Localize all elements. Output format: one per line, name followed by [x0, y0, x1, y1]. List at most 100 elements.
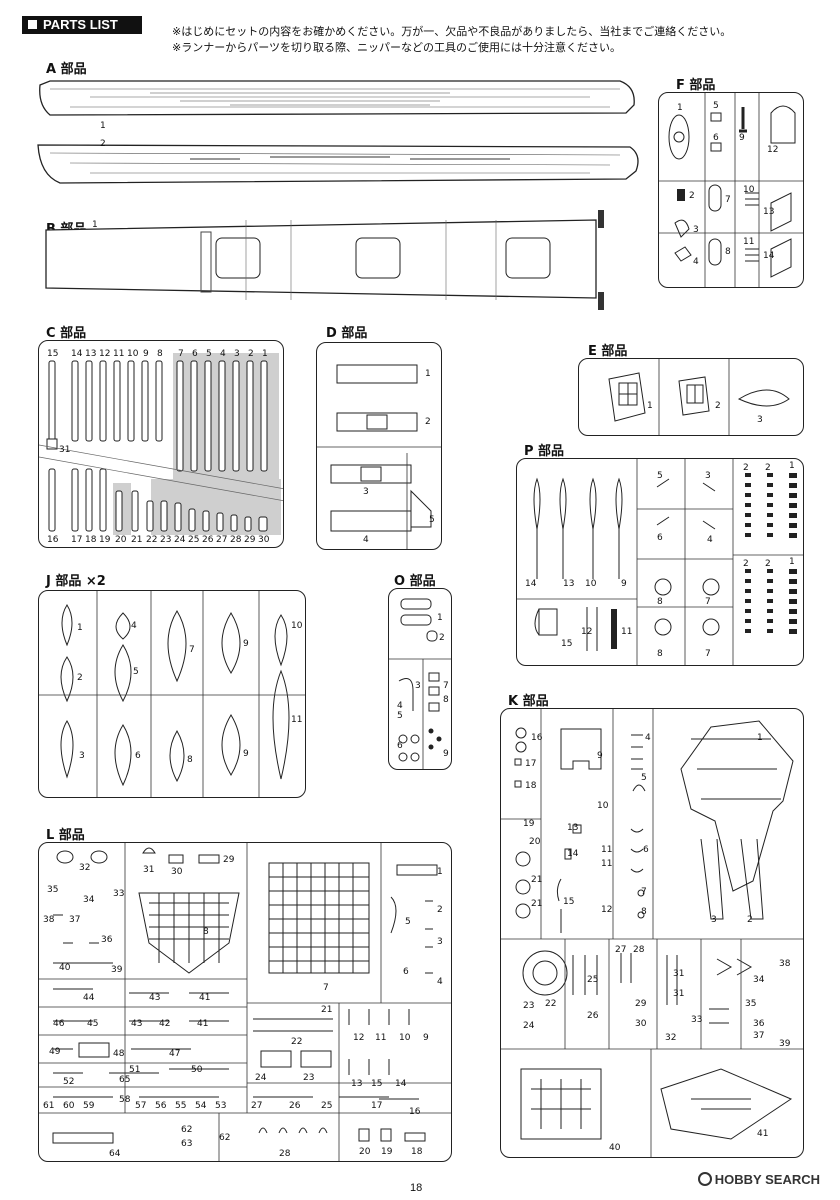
section-label-k: K 部品: [508, 694, 549, 709]
part-f3-number: 3: [693, 225, 699, 235]
part-l47-number: 47: [169, 1049, 181, 1059]
part-o8-number: 8: [443, 695, 449, 705]
section-label-l: L 部品: [46, 828, 85, 843]
part-l55-number: 55: [175, 1101, 187, 1111]
part-l63-number: 63: [181, 1139, 193, 1149]
part-l1-number: 1: [437, 867, 443, 877]
part-f1-number: 1: [677, 103, 683, 113]
part-c6-number: 6: [192, 349, 198, 359]
part-c13-number: 13: [85, 349, 97, 359]
part-d5-number: 5: [429, 515, 435, 525]
part-f13-number: 13: [763, 207, 775, 217]
part-l59-number: 59: [83, 1101, 95, 1111]
part-l39-number: 39: [111, 965, 123, 975]
part-l2-number: 2: [437, 905, 443, 915]
runner-d: 1 2 3 4 5: [316, 342, 442, 550]
part-l48-number: 48: [113, 1049, 125, 1059]
runner-f: 1 5 6 9 12 2 7 10 13 3 4 8 11 14: [658, 92, 804, 288]
part-l32-number: 32: [79, 863, 91, 873]
note-1: ※はじめにセットの内容をお確かめください。万が一、欠品や不良品がありましたら、当…: [172, 25, 732, 38]
part-p6-number: 6: [657, 533, 663, 543]
part-k29-number: 29: [635, 999, 647, 1009]
part-l13-number: 13: [351, 1079, 363, 1089]
part-d1-number: 1: [425, 369, 431, 379]
part-o5-number: 5: [397, 711, 403, 721]
parts-list-header: PARTS LIST: [22, 16, 142, 34]
part-l65-number: 65: [119, 1075, 131, 1085]
part-p2d-number: 2: [765, 559, 771, 569]
part-f4-number: 4: [693, 257, 699, 267]
section-label-d: D 部品: [326, 326, 368, 341]
part-j3-number: 3: [79, 751, 85, 761]
part-l41-number: 41: [199, 993, 211, 1003]
part-c19-number: 19: [99, 535, 111, 545]
part-p3-number: 3: [705, 471, 711, 481]
hull-runner-a: [37, 80, 639, 184]
part-l56-number: 56: [155, 1101, 167, 1111]
runner-p: 14 13 10 9 5 3 6 4 8 7 8 7 15 12 11 2 2 …: [516, 458, 804, 666]
part-b1-number: 1: [92, 220, 98, 230]
part-k27-number: 27: [615, 945, 627, 955]
part-l5-number: 5: [405, 917, 411, 927]
notes: ※はじめにセットの内容をお確かめください。万が一、欠品や不良品がありましたら、当…: [172, 24, 731, 56]
part-p15-number: 15: [561, 639, 573, 649]
part-k32-number: 32: [665, 1033, 677, 1043]
part-c29-number: 29: [244, 535, 256, 545]
part-l62-number: 62: [181, 1125, 193, 1135]
part-l27-number: 27: [251, 1101, 263, 1111]
part-l25-number: 25: [321, 1101, 333, 1111]
runner-k: 16 17 18 19 20 21 21 9 4 5 6 7 8 10 13 1…: [500, 708, 804, 1158]
runner-c-rods: [39, 360, 283, 532]
part-k9-number: 9: [597, 751, 603, 761]
part-l43-number: 43: [149, 993, 161, 1003]
part-l22-number: 22: [291, 1037, 303, 1047]
part-l37-number: 37: [69, 915, 81, 925]
part-l64-number: 64: [109, 1149, 121, 1159]
part-d2-number: 2: [425, 417, 431, 427]
part-l34-number: 34: [83, 895, 95, 905]
part-k21b-number: 21: [531, 899, 543, 909]
part-j7-number: 7: [189, 645, 195, 655]
runner-k-parts-drawing: [501, 709, 803, 1157]
part-j8-number: 8: [187, 755, 193, 765]
part-o6-number: 6: [397, 741, 403, 751]
part-l17-number: 17: [371, 1101, 383, 1111]
section-label-p: P 部品: [524, 444, 565, 459]
runner-j: 1 4 7 9 10 2 5 11 3 6 8 9: [38, 590, 306, 798]
hangar-deck-runner-b: [45, 210, 604, 310]
part-l15-number: 15: [371, 1079, 383, 1089]
watermark-logo-icon: [697, 1172, 712, 1186]
section-label-f: F 部品: [676, 78, 716, 93]
part-k21-number: 21: [531, 875, 543, 885]
part-l8-number: 8: [203, 927, 209, 937]
part-l29-number: 29: [223, 855, 235, 865]
part-c9-number: 9: [143, 349, 149, 359]
part-o2-number: 2: [439, 633, 445, 643]
part-p10-number: 10: [585, 579, 597, 589]
part-k16-number: 16: [531, 733, 543, 743]
part-c16-number: 16: [47, 535, 59, 545]
runner-o: 1 2 3 4 5 6 7 8 9: [388, 588, 452, 770]
part-l21-number: 21: [321, 1005, 333, 1015]
part-j9-number: 9: [243, 639, 249, 649]
part-p2-number: 2: [743, 463, 749, 473]
part-k34-number: 34: [753, 975, 765, 985]
section-label-o: O 部品: [394, 574, 436, 589]
part-j1-number: 1: [77, 623, 83, 633]
part-k19-number: 19: [523, 819, 535, 829]
part-p4-number: 4: [707, 535, 713, 545]
runner-d-parts-drawing: [317, 364, 441, 549]
part-p1-number: 1: [789, 461, 795, 471]
part-l61-number: 61: [43, 1101, 55, 1111]
part-f10-number: 10: [743, 185, 755, 195]
part-k25-number: 25: [587, 975, 599, 985]
part-p1b-number: 1: [789, 557, 795, 567]
part-c14-number: 14: [71, 349, 83, 359]
runner-f-parts-drawing: [659, 93, 803, 287]
part-l31-number: 31: [143, 865, 155, 875]
part-c25-number: 25: [188, 535, 200, 545]
section-label-c: C 部品: [46, 326, 87, 341]
runner-j-boats-drawing: [39, 591, 305, 797]
part-c3-number: 3: [234, 349, 240, 359]
part-o1-number: 1: [437, 613, 443, 623]
